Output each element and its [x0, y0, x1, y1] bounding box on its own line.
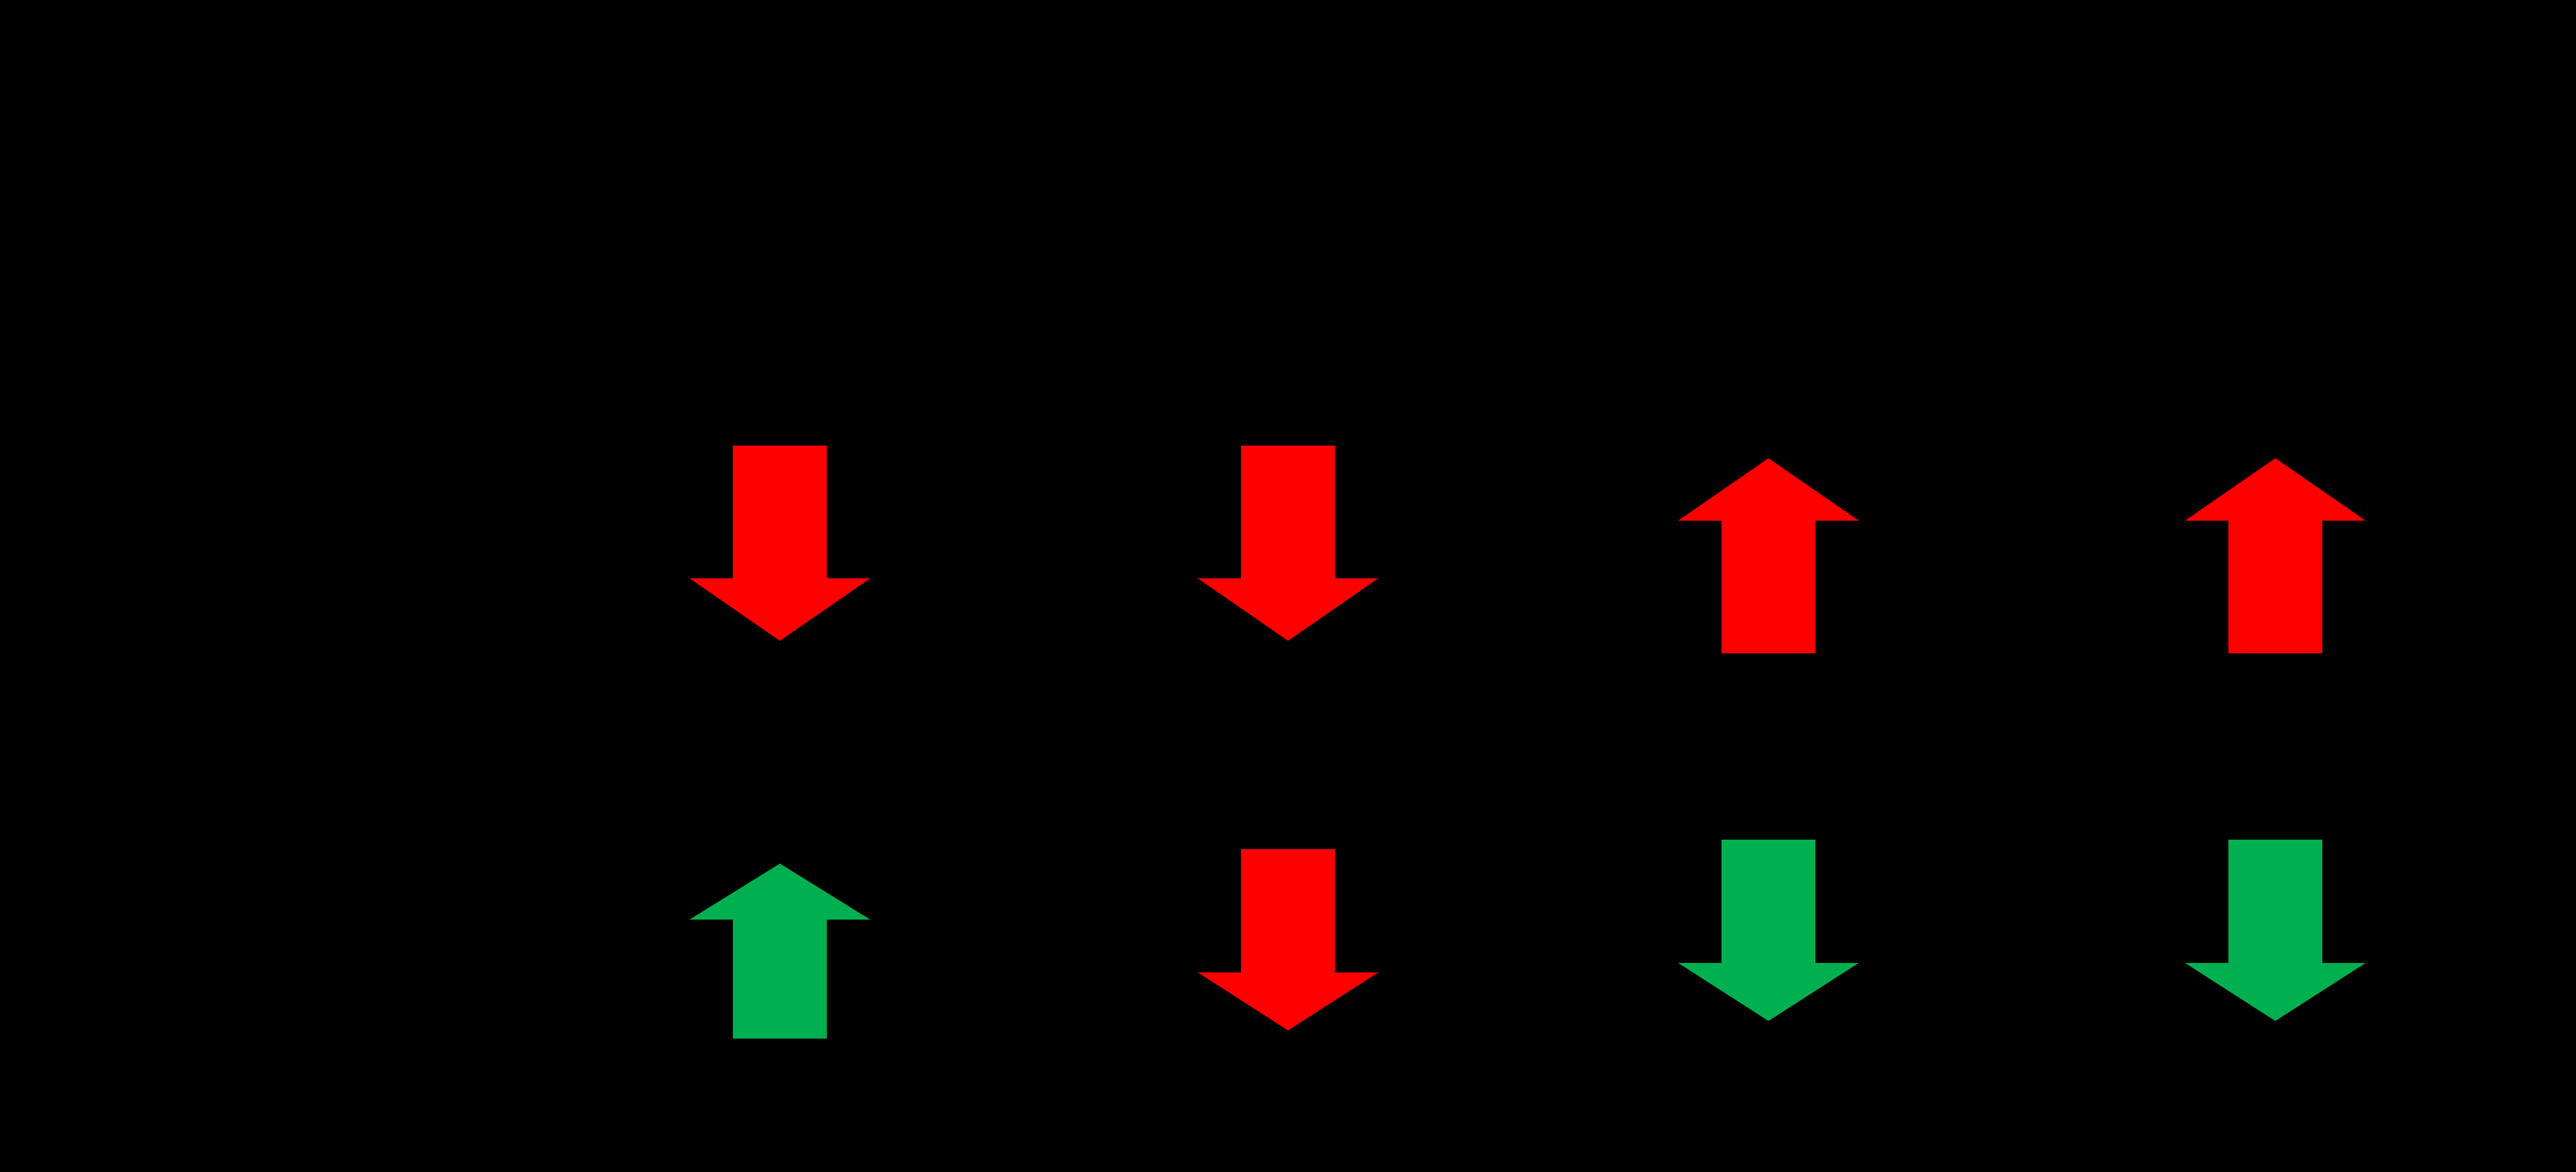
arrow-down-icon	[2185, 840, 2366, 1021]
arrow-up-icon-shape	[1678, 458, 1859, 653]
arrow-up-icon	[1678, 458, 1859, 653]
red-down-arrow: red-down-arrow	[1198, 849, 1378, 1030]
arrow-up-icon-shape	[2185, 458, 2366, 653]
arrow-down-icon-shape	[1678, 840, 1859, 1021]
red-down-arrow: red-down-arrow	[689, 446, 870, 641]
arrow-down-icon-shape	[1198, 849, 1378, 1030]
red-up-arrow: red-up-arrow	[1678, 458, 1859, 653]
arrow-down-icon	[1198, 446, 1378, 641]
arrow-up-icon	[689, 864, 870, 1039]
arrow-up-icon	[2185, 458, 2366, 653]
green-down-arrow: green-down-arrow	[1678, 840, 1859, 1021]
arrow-down-icon-shape	[689, 446, 870, 641]
arrow-down-icon	[689, 446, 870, 641]
red-down-arrow: red-down-arrow	[1198, 446, 1378, 641]
red-up-arrow: red-up-arrow	[2185, 458, 2366, 653]
arrow-down-icon	[1678, 840, 1859, 1021]
green-down-arrow: green-down-arrow	[2185, 840, 2366, 1021]
arrow-up-icon-shape	[689, 864, 870, 1039]
arrow-down-icon	[1198, 849, 1378, 1030]
arrow-down-icon-shape	[1198, 446, 1378, 641]
arrow-down-icon-shape	[2185, 840, 2366, 1021]
green-up-arrow: green-up-arrow	[689, 864, 870, 1039]
